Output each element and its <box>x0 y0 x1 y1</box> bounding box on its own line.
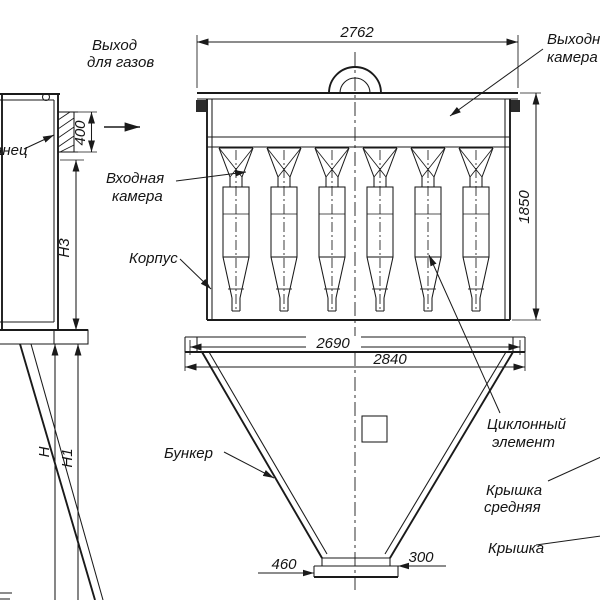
leader-exit-chamber <box>449 48 544 117</box>
cyclone-element <box>218 147 254 312</box>
bolt-detail <box>41 92 51 102</box>
label-exit-chamber-line1: Выходная <box>547 31 600 48</box>
hatching <box>57 111 75 153</box>
dim-height-h1: Н1 <box>59 448 76 467</box>
leader-hopper <box>223 451 275 479</box>
dim-text-mask <box>306 336 361 350</box>
dim-2840-group <box>184 352 526 371</box>
leader-inlet-chamber <box>175 170 247 182</box>
dim-flange-inner: 2690 <box>315 335 350 352</box>
label-body: Корпус <box>129 250 178 267</box>
leader-lines <box>175 48 600 546</box>
label-gas-exit-line2: для газов <box>87 54 154 71</box>
dim-1850-group <box>512 92 541 321</box>
cyclone-element <box>410 147 446 312</box>
label-hopper: Бункер <box>164 445 213 462</box>
cover-corner-tab-left <box>196 100 206 112</box>
label-inlet-chamber-line2: камера <box>112 188 163 205</box>
left-view-hopper <box>0 343 104 600</box>
dim-outlet-flange-height: 400 <box>72 120 89 146</box>
casing <box>206 99 511 321</box>
dim-h-h1-group <box>51 344 82 600</box>
dim-outlet-depth: 300 <box>408 549 434 566</box>
cyclone-element <box>458 147 494 312</box>
cover-corner-tab-right <box>510 100 520 112</box>
gas-outlet-flange <box>57 111 78 153</box>
leader-cover <box>535 535 600 546</box>
leader-body <box>179 258 212 290</box>
dim-2762-group <box>196 35 519 88</box>
dim-h3-group <box>60 159 84 330</box>
leader-flange <box>23 134 55 150</box>
hopper <box>201 351 514 566</box>
label-exit-chamber-line2: камера <box>547 49 598 66</box>
cyclone-element <box>266 147 302 312</box>
label-inlet-chamber-line1: Входная <box>106 170 164 187</box>
cyclone-element <box>314 147 350 312</box>
outlet-flange <box>313 565 399 578</box>
label-cover: Крышка <box>488 540 544 557</box>
access-hatch <box>361 415 388 443</box>
dim-outlet-width: 460 <box>271 556 297 573</box>
leader-cyclone-element <box>428 254 501 414</box>
dim-height-h3: Н3 <box>56 238 73 258</box>
dim-chamber-height: 1850 <box>516 190 533 224</box>
leader-middle-cover <box>547 456 600 482</box>
label-middle-cover-line2: средняя <box>484 499 541 516</box>
label-cyclone-element-line1: Циклонный <box>487 416 567 433</box>
label-middle-cover-line1: Крышка <box>486 482 542 499</box>
cyclone-element <box>362 147 398 312</box>
lifting-lug <box>328 66 382 94</box>
exit-chamber <box>196 92 520 112</box>
label-cyclone-element-line2: элемент <box>492 434 555 451</box>
dim-flange-outer: 2840 <box>372 351 407 368</box>
label-flange: Фланец <box>0 142 28 159</box>
cyclone-elements <box>218 147 494 312</box>
label-gas-exit-line1: Выход <box>92 37 137 54</box>
dim-top-width: 2762 <box>339 24 374 41</box>
dim-400-group <box>76 111 97 153</box>
dim-height-h: Н <box>36 446 53 457</box>
